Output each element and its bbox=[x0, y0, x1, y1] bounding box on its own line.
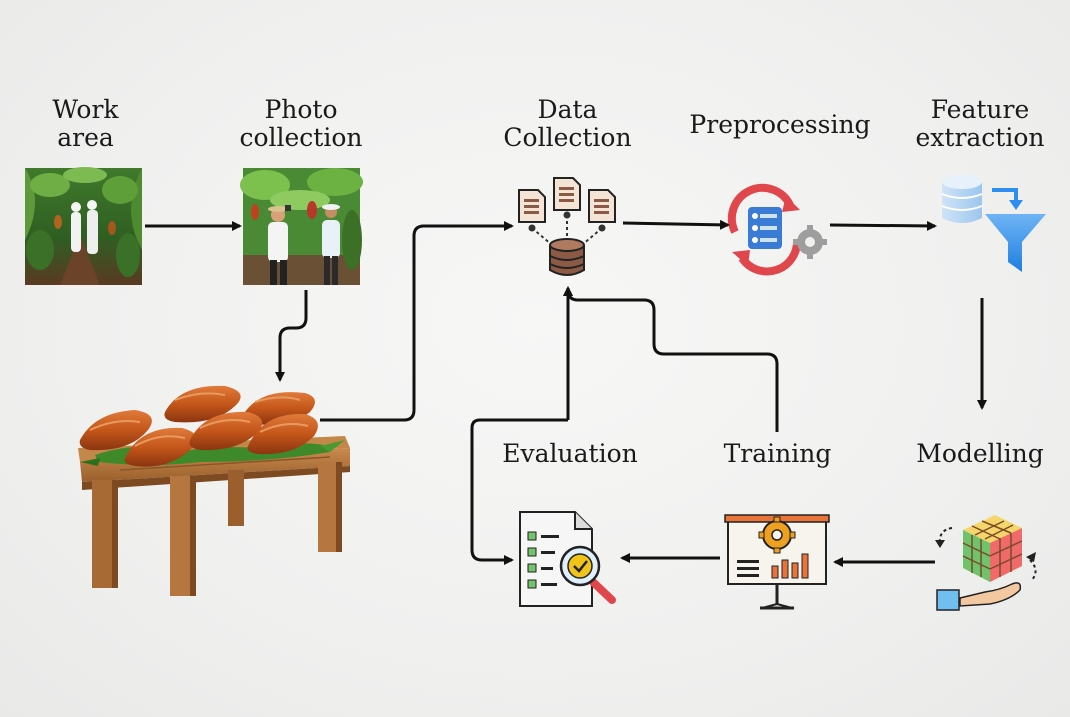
label-evaluation: Evaluation bbox=[502, 439, 638, 468]
label-feature-extraction: Feature extraction bbox=[915, 95, 1045, 152]
label-modelling: Modelling bbox=[916, 439, 1044, 468]
arrow-pods-to-datacollection bbox=[320, 221, 514, 422]
label-photo-collection: Photo collection bbox=[239, 95, 363, 152]
label-training: Training bbox=[723, 439, 832, 468]
label-preprocessing: Preprocessing bbox=[689, 110, 871, 139]
arrow-datacollection-to-evaluation bbox=[470, 418, 568, 565]
arrow-preprocessing-to-features bbox=[829, 220, 937, 231]
training-icon bbox=[724, 514, 830, 610]
modelling-icon bbox=[935, 515, 1037, 611]
arrow-datacollection-to-preprocessing bbox=[622, 219, 730, 230]
preprocessing-icon bbox=[727, 183, 827, 276]
work-area-photo bbox=[25, 167, 142, 285]
label-data-collection: Data Collection bbox=[503, 95, 632, 152]
data-collection-icon bbox=[518, 177, 616, 276]
photo-collection-photo bbox=[240, 168, 363, 285]
feature-extraction-icon bbox=[941, 175, 1046, 272]
evaluation-icon bbox=[519, 511, 616, 607]
arrow-training-to-datacollection bbox=[563, 286, 779, 432]
flow-arrows bbox=[145, 219, 987, 567]
label-work-area: Work area bbox=[52, 95, 119, 152]
arrow-photo-to-pods bbox=[275, 290, 308, 382]
cocoa-pods-table bbox=[78, 385, 350, 596]
